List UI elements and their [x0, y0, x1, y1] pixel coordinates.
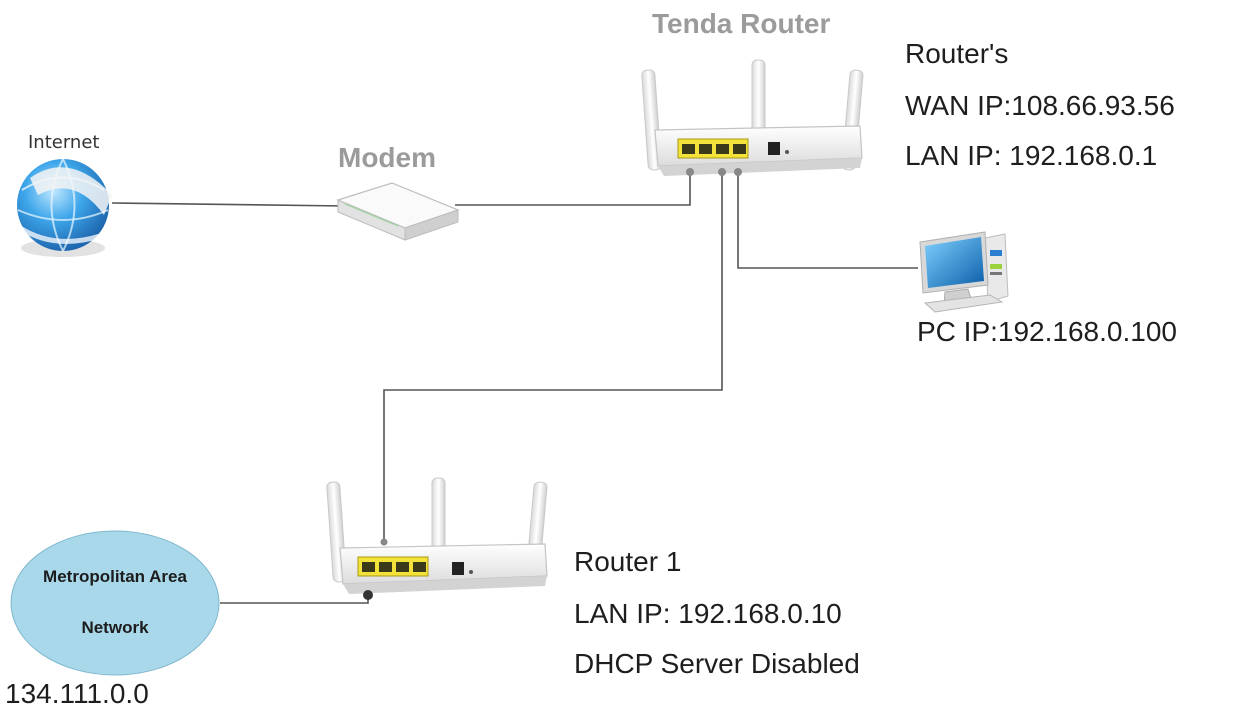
router1-lan-ip: LAN IP: 192.168.0.10: [574, 598, 842, 629]
router1-icon: [326, 477, 548, 600]
pc-ip-label: PC IP:192.168.0.100: [917, 316, 1177, 347]
cables: [111, 172, 918, 604]
man-ip-label: 134.111.0.0: [5, 678, 149, 709]
router1-title: Router 1: [574, 546, 682, 577]
cable-router-pc: [737, 172, 918, 269]
cable-router-router1: [383, 172, 723, 540]
routers-info-line1: Router's: [905, 38, 1009, 69]
tenda-router-label: Tenda Router: [652, 8, 831, 39]
modem-label: Modem: [338, 142, 436, 173]
routers-wan-ip: WAN IP:108.66.93.56: [905, 90, 1175, 121]
tenda-router-icon: [641, 59, 864, 176]
man-cloud: [10, 530, 220, 676]
man-label-line1: Metropolitan Area: [43, 567, 187, 586]
cable-internet-modem: [111, 202, 346, 207]
cable-router1-man: [220, 594, 369, 604]
modem-icon: [336, 182, 460, 241]
internet-label: Internet: [28, 132, 100, 153]
man-label-line2: Network: [81, 618, 149, 637]
globe-icon: [17, 158, 112, 257]
pc-icon: [919, 231, 1009, 313]
cable-modem-router: [455, 172, 691, 206]
router1-dhcp: DHCP Server Disabled: [574, 648, 860, 679]
routers-lan-ip: LAN IP: 192.168.0.1: [905, 140, 1158, 171]
